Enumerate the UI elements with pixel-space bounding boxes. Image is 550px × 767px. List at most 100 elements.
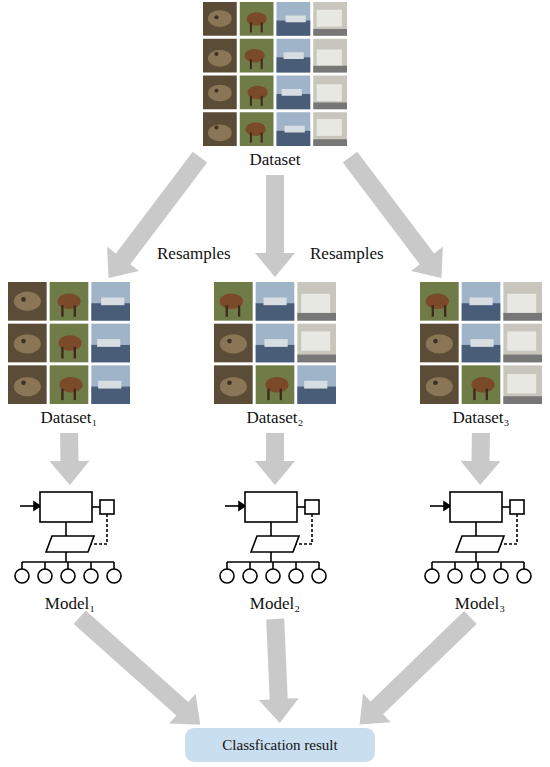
thumbnail-part [304,381,327,389]
thumbnail-part [284,52,304,59]
dashed-link [501,514,517,544]
output-circle [289,569,303,583]
node-label: Dataset₃ [420,408,542,428]
link-line [65,522,67,536]
output-circle [448,569,462,583]
thumbnail [50,282,89,321]
thumbnail-part [226,305,228,317]
output-circle [243,569,257,583]
thumbnail [203,2,237,36]
thumbnail-part [57,294,80,309]
thumbnail-part [61,389,63,401]
model-icon [10,490,130,590]
link-line [44,562,46,569]
thumbnail-part [317,84,342,101]
thumbnail [240,2,274,36]
thumbnail-part [250,133,252,143]
link-line [297,506,305,508]
dataset-node: Dataset₃ [420,282,542,428]
thumbnail-part [91,387,130,404]
node-label: Model₃ [420,594,540,614]
link-line [477,562,479,569]
link-line [523,562,525,569]
thumbnail [297,282,336,321]
small-block [510,500,524,514]
thumbnail-part [227,380,232,385]
thumbnail [214,365,253,404]
output-circle [494,569,508,583]
thumbnail [214,324,253,363]
thumbnail [256,324,295,363]
thumbnail [240,39,274,73]
link-line [475,552,477,562]
thumbnail-part [277,57,311,72]
thumbnail-part [277,131,311,146]
thumbnail-part [61,305,63,317]
thumbnail-part [286,16,306,23]
thumbnail [462,282,501,321]
thumbnail [503,324,542,363]
output-circle [471,569,485,583]
thumbnail [313,2,347,36]
thumbnail-part [432,305,434,317]
thumbnail [420,324,459,363]
dashed-link [91,514,107,544]
thumbnail [256,282,295,321]
block-arrow [255,175,295,277]
thumbnail [8,282,47,321]
thumbnail [8,365,47,404]
link-line [431,562,433,569]
resample-label: Resamples [310,244,384,264]
thumbnail-part [297,313,336,321]
thumbnail-part [503,355,542,363]
node-label: Model₁ [10,594,130,614]
thumbnail-part [469,297,492,305]
output-circle [107,569,121,583]
thumbnail-part [301,331,330,350]
thumbnail-part [473,389,475,401]
parallelogram [46,536,94,552]
input-head [444,502,450,510]
thumbnail [420,365,459,404]
thumbnail-part [317,119,342,136]
image-grid [420,282,542,404]
thumbnail-part [74,347,76,359]
thumbnail-part [256,303,295,320]
dashed-link [296,514,312,544]
thumbnail-part [250,22,252,32]
thumbnail-part [247,12,267,26]
link-line [295,562,297,569]
link-line [249,562,251,569]
link-line [502,506,510,508]
thumbnail-part [14,292,41,311]
model-icon [420,490,540,590]
result-box: Classfication result [185,728,375,762]
thumbnail-part [238,305,240,317]
node-label: Model₂ [215,594,335,614]
thumbnail [277,112,311,146]
thumbnail-part [313,66,347,73]
thumbnail-part [91,303,130,320]
thumbnail-part [277,94,311,109]
block-arrow [360,611,477,725]
parallelogram [456,536,504,552]
link-line [113,562,115,569]
thumbnail-part [507,374,536,393]
thumbnail [297,324,336,363]
thumbnail-part [74,305,76,317]
thumbnail-part [280,389,282,401]
output-circle [312,569,326,583]
thumbnail-part [433,380,438,385]
thumbnail-part [250,59,252,69]
thumbnail-part [208,10,232,27]
thumbnail-part [220,334,247,353]
thumbnail-part [250,96,252,106]
thumbnail-part [507,331,536,350]
link-line [272,562,274,569]
small-block [305,500,319,514]
output-circle [84,569,98,583]
thumbnail [462,324,501,363]
link-line [65,552,67,562]
thumbnail-part [214,125,218,129]
thumbnail [277,2,311,36]
